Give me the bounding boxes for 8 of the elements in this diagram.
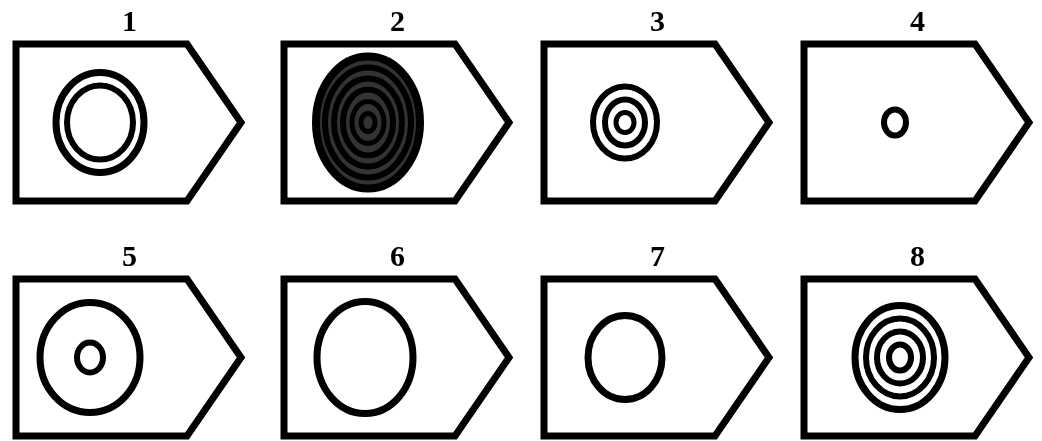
figure-number: 8 (910, 241, 925, 274)
figure-number: 2 (390, 6, 405, 39)
figure-number: 1 (122, 6, 137, 39)
figure-number: 7 (650, 241, 665, 274)
figure-number: 6 (390, 241, 405, 274)
figure-number: 5 (122, 241, 137, 274)
figure-number: 4 (910, 6, 925, 39)
figure-number: 3 (650, 6, 665, 39)
